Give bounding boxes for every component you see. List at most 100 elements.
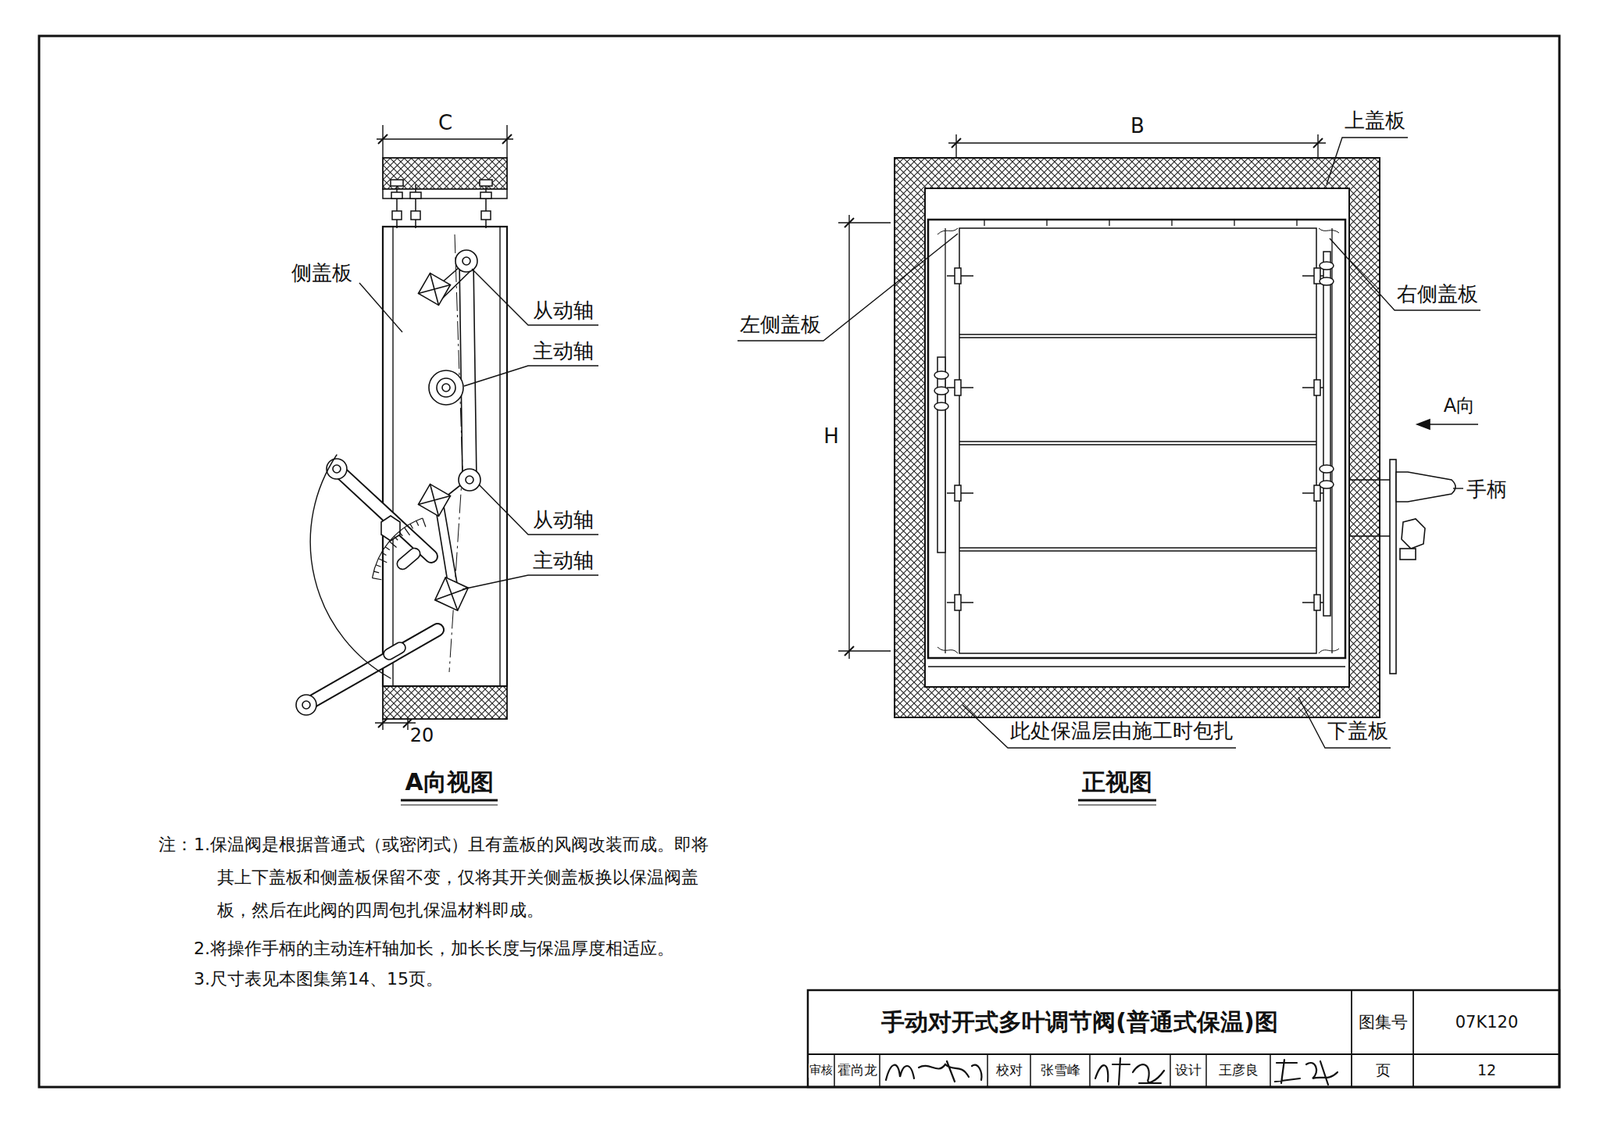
angle-scale bbox=[399, 531, 403, 536]
operating-handle bbox=[296, 694, 317, 715]
view-title-underline bbox=[400, 800, 1157, 805]
linkage bbox=[435, 577, 469, 611]
angle-scale bbox=[378, 558, 387, 563]
angle-scale bbox=[385, 546, 390, 550]
linkage bbox=[418, 273, 451, 306]
note-text: 3.尺寸表见本图集第14、15页。 bbox=[193, 962, 741, 996]
linkage bbox=[418, 484, 451, 517]
handle-front bbox=[1396, 471, 1456, 502]
part-label: 侧盖板 bbox=[290, 261, 354, 286]
view-arrow bbox=[1417, 419, 1479, 429]
dimension-line bbox=[378, 134, 512, 144]
flange-bolts bbox=[390, 179, 404, 186]
operating-handle bbox=[394, 546, 422, 572]
handle-front bbox=[1401, 518, 1425, 549]
linkage bbox=[418, 273, 451, 306]
view-arrow bbox=[1426, 423, 1479, 425]
valve-body bbox=[382, 226, 508, 686]
part-label: 主动轴 bbox=[532, 549, 595, 573]
damper-frame bbox=[928, 219, 1346, 658]
view-title: 正视图 bbox=[1081, 768, 1154, 797]
blade-bolts bbox=[1314, 594, 1321, 611]
side-linkage bbox=[1319, 464, 1334, 473]
insulation-layer bbox=[894, 157, 1380, 718]
leader-line bbox=[1453, 487, 1464, 489]
signature bbox=[1275, 1059, 1338, 1085]
dimension-line bbox=[951, 138, 1323, 148]
linkage bbox=[418, 484, 451, 517]
insulation-layer bbox=[925, 188, 1350, 687]
damper-frame bbox=[928, 665, 1346, 667]
title-block-grid bbox=[834, 1053, 1271, 1087]
handle-front bbox=[1349, 479, 1390, 536]
blade-bolts bbox=[1314, 379, 1321, 396]
side-linkage bbox=[1323, 251, 1331, 616]
title-block-grid bbox=[807, 989, 1560, 1087]
title-block-text: 王彦良 bbox=[1217, 1062, 1260, 1079]
operating-handle bbox=[310, 454, 391, 679]
dimension-line bbox=[844, 217, 854, 656]
angle-scale bbox=[422, 517, 426, 527]
leader-line bbox=[359, 137, 1481, 748]
linkage bbox=[458, 468, 481, 491]
title-block-text: 审核 bbox=[808, 1063, 834, 1078]
side-linkage bbox=[1319, 261, 1334, 270]
part-label: 手柄 bbox=[1465, 478, 1508, 502]
title-block-text: 页 bbox=[1375, 1061, 1392, 1079]
flange-bolts bbox=[382, 189, 508, 199]
note-callout: 此处保温层由施工时包扎 bbox=[1009, 719, 1235, 743]
operating-handle bbox=[381, 515, 400, 541]
flange-bolts bbox=[391, 192, 403, 199]
linkage bbox=[455, 250, 478, 272]
blade-bolts bbox=[946, 267, 1329, 611]
blade-bolts bbox=[954, 485, 961, 501]
title-block-text: 07K120 bbox=[1454, 1012, 1520, 1032]
view-title-underline bbox=[400, 799, 1157, 802]
side-linkage bbox=[934, 371, 949, 379]
leader-line bbox=[462, 575, 599, 590]
damper-frame bbox=[959, 228, 1317, 654]
part-label: 上盖板 bbox=[1343, 109, 1407, 133]
dimension-line bbox=[375, 125, 514, 730]
damper-frame bbox=[959, 334, 1317, 551]
view-title: A向视图 bbox=[403, 768, 494, 797]
angle-scale bbox=[416, 520, 419, 525]
note-text: 2.将操作手柄的主动连杆轴加长，加长长度与保温厚度相适应。 bbox=[193, 932, 741, 965]
title-block-grid bbox=[807, 989, 1560, 1087]
angle-scale bbox=[373, 571, 379, 573]
leader-line bbox=[464, 365, 599, 386]
dimension-label: 20 bbox=[409, 725, 436, 747]
blade-bolts bbox=[954, 267, 961, 284]
title-block-text: 12 bbox=[1476, 1061, 1497, 1079]
leader-line bbox=[1326, 137, 1408, 185]
flange-bolts bbox=[479, 179, 493, 186]
handle-front bbox=[1389, 459, 1397, 674]
side-linkage bbox=[934, 386, 949, 395]
insulation-layer bbox=[382, 157, 508, 719]
title-block-grid bbox=[807, 989, 1560, 1087]
operating-handle bbox=[336, 468, 432, 557]
title-block-text: 霍尚龙 bbox=[836, 1062, 879, 1079]
linkage bbox=[459, 260, 477, 480]
flange-bolts bbox=[410, 210, 421, 220]
dimension-label: H bbox=[822, 425, 840, 449]
side-linkage bbox=[934, 251, 1334, 616]
flange-bolts bbox=[396, 184, 486, 229]
damper-frame bbox=[937, 228, 1340, 654]
linkage bbox=[442, 383, 450, 392]
flange-bolts bbox=[392, 210, 402, 220]
leader-line bbox=[359, 282, 403, 333]
linkage bbox=[462, 257, 471, 265]
operating-handle bbox=[382, 639, 408, 661]
operating-handle bbox=[296, 454, 438, 715]
angle-scale bbox=[393, 535, 398, 540]
note-heading: 注： bbox=[157, 828, 194, 861]
leader-line bbox=[962, 704, 1236, 748]
angle-scale bbox=[372, 578, 383, 580]
damper-frame bbox=[945, 228, 1333, 654]
operating-handle bbox=[336, 468, 432, 557]
angle-scale bbox=[372, 517, 426, 580]
part-label: 从动轴 bbox=[532, 508, 595, 533]
